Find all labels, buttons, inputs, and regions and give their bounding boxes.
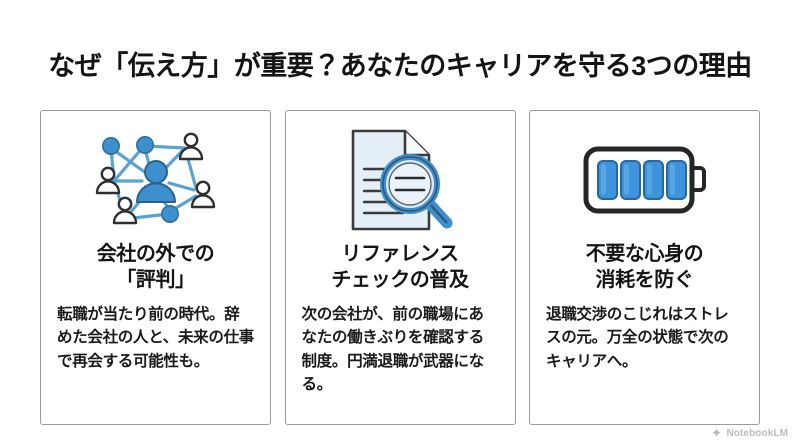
reason-card-row: 会社の外での 「評判」 転職が当たり前の時代。辞めた会社の人と、未来の仕事で再会… xyxy=(40,110,760,425)
battery-full-icon xyxy=(540,125,749,235)
watermark-label: NotebookLM xyxy=(726,428,788,439)
reason-card-reference-check[interactable]: リファレンス チェックの普及 次の会社が、前の職場にあなたの働きぶりを確認する制… xyxy=(284,110,516,425)
watermark: NotebookLM xyxy=(711,428,788,439)
card-body-text: 退職交渉のこじれはストレスの元。万全の状態で次のキャリアへ。 xyxy=(546,305,729,370)
card-heading: リファレンス チェックの普及 xyxy=(331,243,469,292)
people-network-icon xyxy=(51,125,260,235)
notebooklm-logo-icon xyxy=(711,428,722,439)
card-heading: 不要な心身の 消耗を防ぐ xyxy=(585,243,704,292)
page-title: なぜ「伝え方」が重要？あなたのキャリアを守る3つの理由 xyxy=(48,51,752,82)
document-magnifier-icon xyxy=(296,125,505,235)
reason-card-reputation[interactable]: 会社の外での 「評判」 転職が当たり前の時代。辞めた会社の人と、未来の仕事で再会… xyxy=(40,110,271,425)
reason-card-energy[interactable]: 不要な心身の 消耗を防ぐ 退職交渉のこじれはストレスの元。万全の状態で次のキャリ… xyxy=(529,110,760,425)
card-heading: 会社の外での 「評判」 xyxy=(96,243,215,292)
card-body-text: 転職が当たり前の時代。辞めた会社の人と、未来の仕事で再会する可能性も。 xyxy=(57,305,254,370)
card-body-text: 次の会社が、前の職場にあなたの働きぶりを確認する制度。円満退職が武器になる。 xyxy=(301,305,485,394)
